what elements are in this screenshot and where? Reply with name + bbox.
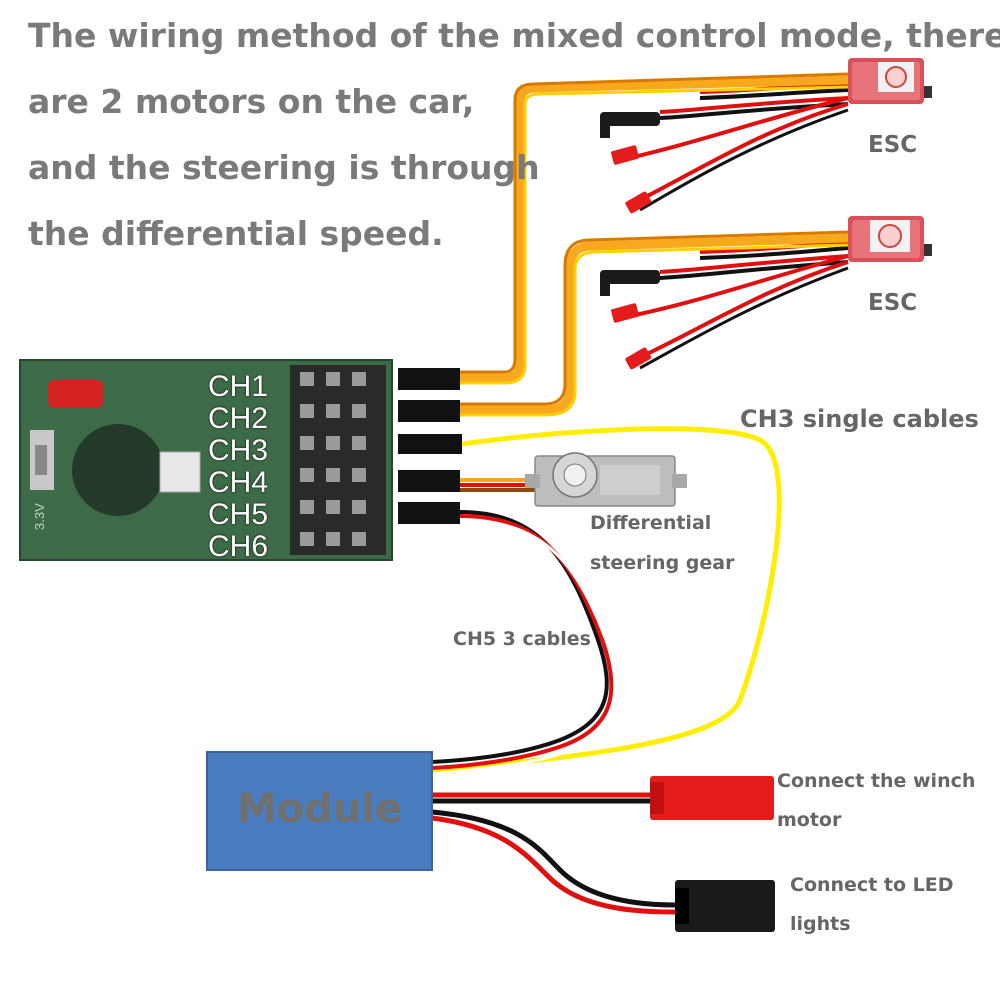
channel-label-ch6: CH6: [208, 530, 269, 563]
channel-label-ch5: CH5: [208, 498, 269, 531]
led-connector: [675, 880, 775, 932]
ch1-plug: [398, 368, 460, 390]
ch1-wire: [460, 72, 849, 385]
ch5-cables-label: CH5 3 cables: [453, 628, 591, 650]
channel-label-ch4: CH4: [208, 466, 269, 499]
module-label: Module: [237, 786, 403, 832]
winch-label-line-2: motor: [777, 809, 842, 831]
ch5-wire: [431, 510, 619, 776]
channel-label-ch1: CH1: [208, 370, 269, 403]
winch-connector: [650, 776, 774, 820]
title-line-3: and the steering is through: [28, 148, 540, 187]
led-label-line-2: lights: [790, 913, 851, 935]
esc-bottom-label: ESC: [868, 290, 918, 316]
channel-plugs: [398, 368, 462, 524]
servo: [460, 452, 687, 507]
title-line-1: The wiring method of the mixed control m…: [28, 16, 1000, 55]
ch3-cables-label: CH3 single cables: [740, 405, 979, 433]
esc-top-label: ESC: [868, 132, 918, 158]
channel-label-ch3: CH3: [208, 434, 269, 467]
led-label-line-1: Connect to LED: [790, 874, 954, 896]
receiver-voltage-marking: 3.3V: [32, 503, 47, 530]
title-line-4: the differential speed.: [28, 214, 444, 253]
ch4-plug: [398, 470, 460, 492]
receiver-board: [19, 359, 393, 561]
module-box: [206, 751, 433, 871]
ch5-plug: [398, 502, 460, 524]
channel-label-ch2: CH2: [208, 402, 269, 435]
esc-top: [600, 58, 932, 214]
ch2-wire: [460, 230, 849, 417]
servo-label-line-2: steering gear: [590, 552, 735, 574]
servo-label-line-1: Differential: [590, 512, 712, 534]
ch3-wire: [431, 426, 782, 775]
ch2-plug: [398, 400, 460, 422]
winch-label-line-1: Connect the winch: [777, 770, 976, 792]
module-output-wires: [431, 776, 775, 932]
title-line-2: are 2 motors on the car,: [28, 82, 475, 121]
ch3-plug: [398, 434, 462, 454]
